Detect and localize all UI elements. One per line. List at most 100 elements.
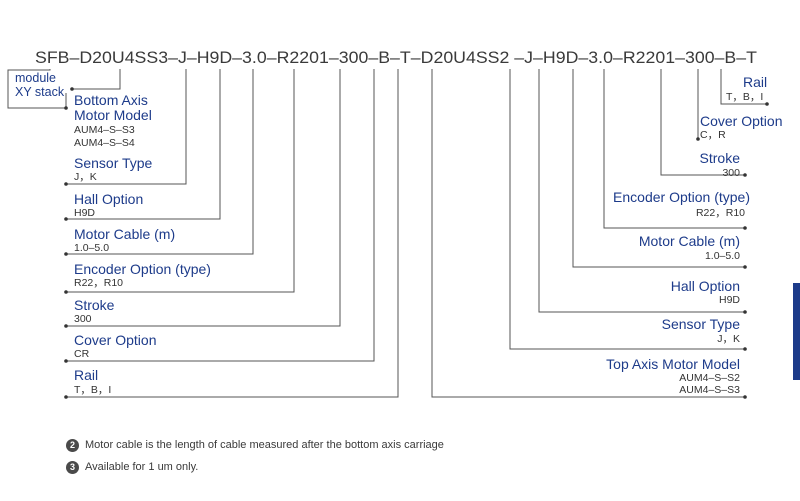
connector-left-motor-cable: [66, 69, 254, 255]
code-segment: 300: [339, 48, 369, 67]
left-hall-option-title: Hall Option: [74, 191, 143, 207]
right-top-axis-title: Top Axis Motor Model: [606, 356, 740, 372]
bottom-axis-option-2: AUM4–S–S4: [74, 137, 135, 149]
left-encoder-options: R22，R10: [74, 277, 123, 289]
left-cover-title: Cover Option: [74, 332, 156, 348]
right-top-axis-option-2: AUM4–S–S3: [679, 384, 740, 396]
code-segment: J: [524, 48, 533, 67]
connector-left-rail: [66, 69, 399, 398]
code-separator: –: [69, 48, 79, 67]
dot: [743, 395, 747, 399]
dot: [64, 290, 68, 294]
dot: [70, 87, 74, 91]
left-hall-option-options: H9D: [74, 207, 95, 219]
note-text: Motor cable is the length of cable measu…: [85, 439, 444, 451]
code-separator: –: [736, 48, 746, 67]
module-label: module: [15, 71, 56, 85]
code-separator: –: [533, 48, 543, 67]
code-separator: –: [613, 48, 623, 67]
right-top-axis-option-1: AUM4–S–S2: [679, 372, 740, 384]
bottom-axis-option-1: AUM4–S–S3: [74, 124, 135, 136]
bottom-axis-title: Bottom Axis: [74, 92, 148, 108]
right-rail-title: Rail: [743, 74, 767, 90]
code-segment: D20U4SS2: [421, 48, 510, 67]
dot: [743, 347, 747, 351]
side-page-tab: [793, 283, 800, 380]
note-2: 2 Motor cable is the length of cable mea…: [66, 434, 444, 456]
bottom-axis-title-2: Motor Model: [74, 107, 152, 123]
junction-dots: [64, 87, 769, 399]
left-stroke-title: Stroke: [74, 297, 115, 313]
code-segment: B: [378, 48, 390, 67]
left-stroke-options: 300: [74, 313, 92, 325]
right-rail-options: T，B，I: [726, 91, 763, 103]
code-separator: –: [368, 48, 378, 67]
xy-stack-label: XY stack: [15, 85, 65, 99]
left-cover-options: CR: [74, 348, 90, 360]
code-segment: H9D: [197, 48, 232, 67]
right-sensor-type-title: Sensor Type: [662, 316, 741, 332]
note-text: Available for 1 um only.: [85, 461, 199, 473]
connector-right-motor-cable: [572, 69, 745, 268]
code-segment: 300: [685, 48, 715, 67]
code-separator: –: [168, 48, 178, 67]
dot: [64, 359, 68, 363]
dot: [743, 173, 747, 177]
right-stroke-title: Stroke: [700, 150, 741, 166]
code-segment: T: [400, 48, 411, 67]
left-sensor-type-title: Sensor Type: [74, 155, 153, 171]
left-encoder-title: Encoder Option (type): [74, 261, 211, 277]
note-number-badge: 3: [66, 460, 79, 474]
right-motor-cable-options: 1.0–5.0: [705, 250, 740, 262]
footnotes: 2 Motor cable is the length of cable mea…: [66, 434, 444, 478]
right-motor-cable-title: Motor Cable (m): [639, 233, 740, 249]
dot: [64, 324, 68, 328]
right-hall-option-title: Hall Option: [671, 278, 740, 294]
code-separator: –: [509, 48, 524, 67]
code-segment: R2201: [623, 48, 675, 67]
code-separator: –: [675, 48, 685, 67]
code-separator: –: [578, 48, 588, 67]
code-separator: –: [232, 48, 242, 67]
connector-right-rail: [720, 69, 767, 105]
connector-right-stroke: [660, 69, 745, 176]
right-cover-options: C，R: [700, 129, 726, 141]
left-rail-options: T，B，I: [74, 384, 111, 396]
code-segment: D20U4SS3: [79, 48, 168, 67]
connector-right-encoder: [603, 69, 745, 229]
left-rail-title: Rail: [74, 367, 98, 383]
dot: [64, 106, 68, 110]
dot: [743, 310, 747, 314]
code-segment: R2201: [277, 48, 329, 67]
right-sensor-type-options: J，K: [717, 333, 740, 345]
connector-left-stroke: [66, 69, 341, 327]
right-cover-title: Cover Option: [700, 113, 782, 129]
connector-left-sensor-type: [66, 69, 187, 185]
right-hall-option-options: H9D: [719, 294, 740, 306]
dot: [743, 265, 747, 269]
connector-bottom-axis-motor: [72, 69, 121, 90]
code-segment: T: [746, 48, 757, 67]
code-separator: –: [411, 48, 421, 67]
connector-top-axis-motor: [431, 69, 745, 398]
code-separator: –: [715, 48, 725, 67]
connector-left-encoder: [66, 69, 295, 293]
dot: [64, 182, 68, 186]
dot: [64, 217, 68, 221]
note-number-badge: 2: [66, 438, 79, 452]
right-encoder-options: R22，R10: [696, 207, 745, 219]
dot: [64, 252, 68, 256]
code-separator: –: [390, 48, 400, 67]
dot: [64, 395, 68, 399]
connector-right-sensor-type: [509, 69, 745, 350]
dot: [696, 137, 700, 141]
code-segment: H9D: [543, 48, 578, 67]
left-motor-cable-options: 1.0–5.0: [74, 242, 109, 254]
code-segment: B: [724, 48, 736, 67]
dot: [765, 102, 769, 106]
code-separator: –: [187, 48, 197, 67]
connector-left-hall-option: [66, 69, 221, 220]
dot: [743, 226, 747, 230]
connector-left-cover: [66, 69, 375, 362]
